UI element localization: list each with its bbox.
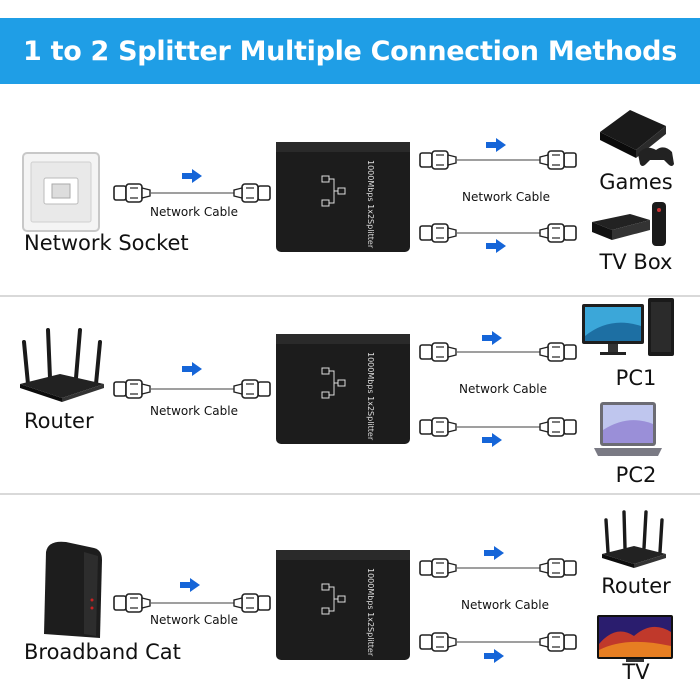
wall-socket-icon: [22, 152, 100, 232]
splitter-label: 1000Mbps 1x2Splitter: [366, 568, 375, 657]
output-cable-label: Network Cable: [459, 382, 547, 396]
splitter-device: 1000Mbps 1x2Splitter: [276, 142, 410, 252]
splitter-label: 1000Mbps 1x2Splitter: [366, 160, 375, 249]
input-cable: [113, 379, 272, 399]
source-label: Broadband Cat: [24, 640, 181, 664]
input-cable-label: Network Cable: [150, 205, 238, 219]
tv-icon: [597, 615, 673, 662]
output-cable-2: [419, 417, 578, 437]
header: 1 to 2 Splitter Multiple Connection Meth…: [0, 0, 700, 88]
output-label-2: TV: [622, 660, 650, 684]
title-banner: 1 to 2 Splitter Multiple Connection Meth…: [0, 18, 700, 84]
output-label-1: PC1: [615, 366, 657, 390]
output-cable-2: [419, 632, 578, 652]
output-arrow-2: [484, 649, 504, 663]
row-divider: [0, 295, 700, 297]
connection-row-router: Router Network Cable 1000Mbps 1x2Splitte…: [0, 0, 700, 487]
input-arrow: [180, 578, 200, 592]
tv-box-icon: [592, 202, 666, 246]
connection-row-network-socket: Network Socket Network Cable 1000Mbps 1x…: [0, 0, 700, 274]
laptop-icon: [594, 402, 662, 456]
source-label: Network Socket: [24, 231, 189, 255]
output-label-2: TV Box: [599, 250, 673, 274]
output-label-2: PC2: [615, 463, 657, 487]
output-arrow-2: [482, 433, 502, 447]
source-label: Router: [24, 409, 94, 433]
output-label-1: Games: [599, 170, 673, 194]
modem-icon: [44, 541, 102, 638]
output-cable-label: Network Cable: [462, 190, 550, 204]
input-arrow: [182, 362, 202, 376]
output-cable-1: [419, 558, 578, 578]
row-divider: [0, 493, 700, 495]
input-cable: [113, 593, 272, 613]
output-arrow-2: [486, 239, 506, 253]
output-label-1: Router: [601, 574, 671, 598]
router-icon: [602, 510, 666, 568]
connection-row-broadband: Broadband Cat Network Cable 1000Mbps 1x2…: [0, 0, 700, 684]
splitter-label: 1000Mbps 1x2Splitter: [366, 352, 375, 441]
output-cable-1: [419, 150, 578, 170]
splitter-device: 1000Mbps 1x2Splitter: [276, 550, 410, 660]
desktop-pc-icon: [582, 298, 674, 356]
output-cable-1: [419, 342, 578, 362]
output-cable-2: [419, 223, 578, 243]
router-icon: [20, 328, 104, 402]
input-cable-label: Network Cable: [150, 404, 238, 418]
input-cable: [113, 183, 272, 203]
splitter-device: 1000Mbps 1x2Splitter: [276, 334, 410, 444]
game-console-icon: [600, 110, 674, 166]
output-arrow-1: [484, 546, 504, 560]
output-arrow-1: [482, 331, 502, 345]
output-cable-label: Network Cable: [461, 598, 549, 612]
page-title: 1 to 2 Splitter Multiple Connection Meth…: [23, 35, 677, 67]
input-cable-label: Network Cable: [150, 613, 238, 627]
